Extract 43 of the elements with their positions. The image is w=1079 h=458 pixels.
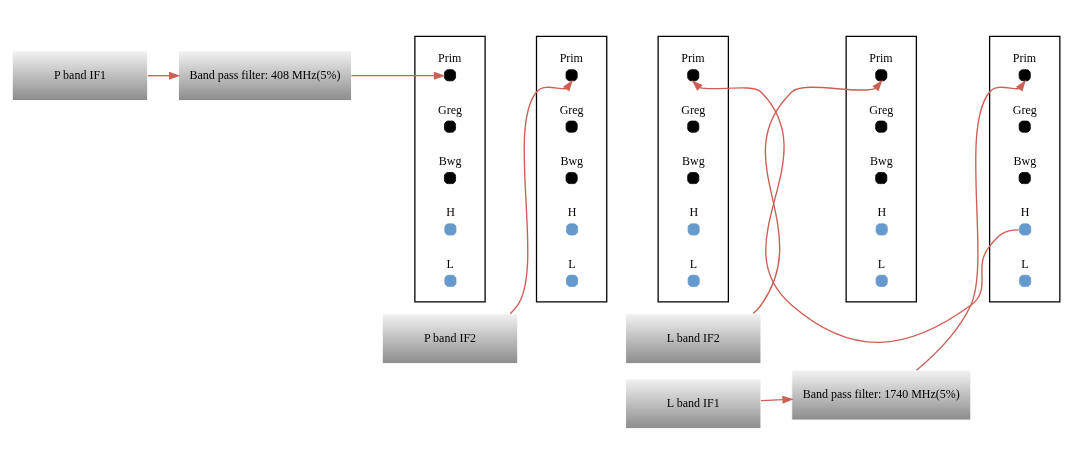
- node-label: H: [877, 205, 887, 220]
- node-label: Prim: [869, 51, 893, 66]
- node-label: Prim: [1012, 51, 1037, 66]
- node-label: Greg: [1012, 102, 1037, 117]
- node-label: Bwg: [560, 153, 584, 168]
- node-label: L: [1021, 256, 1029, 271]
- node-label: L: [877, 256, 886, 271]
- node-label: Bwg: [438, 153, 462, 168]
- arrow: [509, 80, 573, 315]
- node-label: H: [689, 205, 699, 220]
- node-label: Prim: [559, 51, 583, 66]
- node-box: L band IF2: [625, 313, 762, 364]
- node-label: H: [446, 205, 455, 220]
- node-label: L: [568, 256, 576, 271]
- node-label: Greg: [438, 102, 462, 117]
- node-label: Greg: [681, 102, 706, 117]
- arrow: [147, 71, 181, 80]
- node-label: Greg: [869, 102, 894, 117]
- arrow: [691, 80, 1020, 344]
- node-label: L: [446, 256, 454, 271]
- node-label: Bwg: [1013, 153, 1037, 168]
- arrow: [915, 80, 1026, 371]
- node-label: H: [567, 205, 577, 220]
- node-label: Prim: [681, 51, 705, 66]
- cluster: [535, 35, 608, 303]
- node-box: Band pass filter: 408 MHz(5%): [178, 50, 352, 101]
- node-label: Bwg: [870, 153, 893, 168]
- arrow: [350, 71, 446, 80]
- node-label: Bwg: [682, 153, 705, 168]
- cluster: [657, 35, 729, 303]
- node-box: Band pass filter: 1740 MHz(5%): [791, 369, 972, 421]
- node-label: L: [689, 256, 698, 271]
- node-box: P band IF1: [11, 50, 149, 101]
- arrow: [760, 395, 794, 404]
- cluster: [988, 35, 1061, 303]
- node-label: Greg: [559, 102, 584, 117]
- node-label: H: [1020, 205, 1030, 220]
- node-box: L band IF1: [625, 378, 762, 429]
- cluster: [845, 35, 917, 303]
- node-label: Prim: [438, 51, 462, 66]
- arrow: [752, 80, 883, 315]
- node-box: P band IF2: [381, 313, 519, 364]
- cluster: [414, 35, 486, 303]
